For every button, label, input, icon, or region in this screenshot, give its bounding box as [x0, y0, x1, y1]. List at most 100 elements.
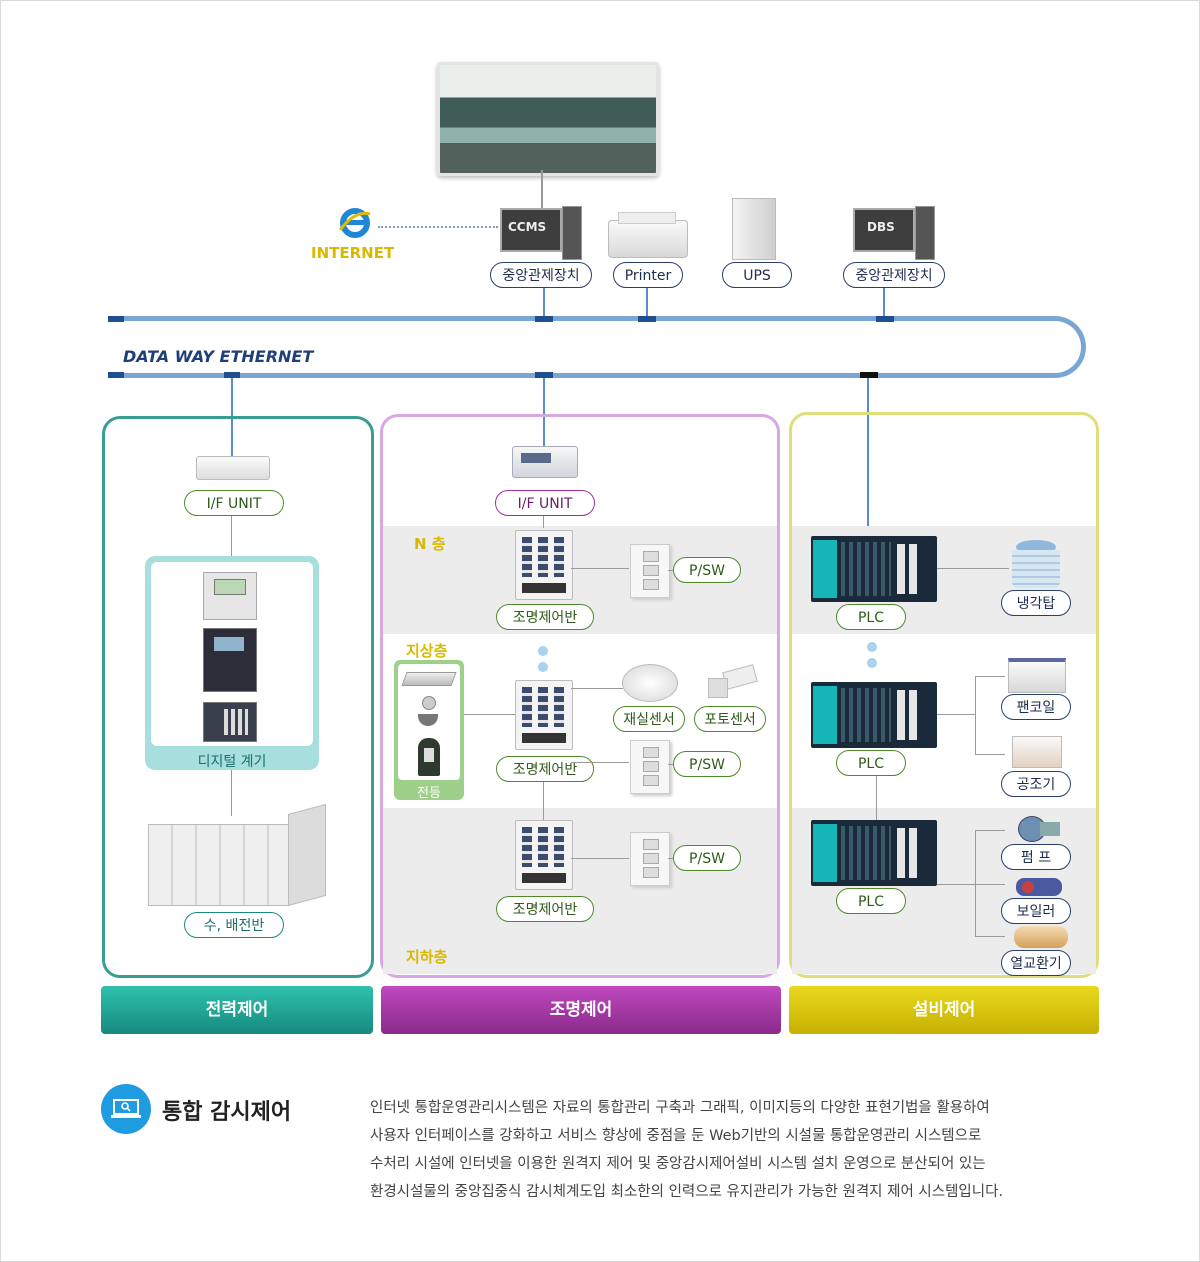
- printer-icon: [608, 212, 688, 258]
- summary-line: 사용자 인터페이스를 강화하고 서비스 향상에 중점을 둔 Web기반의 시설물…: [370, 1128, 982, 1144]
- switchboard-label: 수, 배전반: [184, 912, 284, 938]
- plc-to-equipment-line: [937, 714, 975, 715]
- psw-label: P/SW: [673, 845, 741, 871]
- dbs-computer-icon: DBS: [853, 206, 935, 260]
- continuation-dot: [538, 646, 548, 656]
- digital-meter-label: 디지털 계기: [197, 754, 267, 770]
- floor-label-n: N 층: [414, 535, 446, 553]
- bracket-tick: [975, 884, 1005, 885]
- bus-tap-1: [108, 316, 124, 322]
- lighting-if-unit-label: I/F UNIT: [495, 490, 595, 516]
- continuation-dot: [867, 658, 877, 668]
- power-meter-connector: [231, 770, 232, 816]
- bracket-tick: [975, 936, 1005, 937]
- psw-label-line: [668, 570, 674, 571]
- lighting-panel-icon: [515, 820, 573, 890]
- lighting-band-basement: [383, 808, 777, 974]
- ups-label: UPS: [722, 262, 792, 288]
- equipment-label-pump: 펌 프: [1001, 844, 1071, 870]
- ups-icon: [732, 198, 776, 260]
- psw-icon: [630, 544, 670, 598]
- plc-connector: [876, 776, 877, 820]
- equipment-bracket: [975, 830, 976, 936]
- plc-icon: [811, 682, 937, 748]
- psw-label-line: [668, 764, 674, 765]
- floor-label-basement: 지하층: [406, 948, 448, 966]
- lighting-if-unit-icon: [512, 446, 578, 478]
- bus-tap-6: [224, 372, 240, 378]
- plc-label: PLC: [836, 750, 906, 776]
- lighting-panel-icon: [515, 680, 573, 750]
- cooling-tower-icon: [1010, 540, 1062, 590]
- lamp-label: 전등: [417, 786, 441, 801]
- ceiling-lamp-icon: [401, 672, 457, 686]
- summary-description: 인터넷 통합운영관리시스템은 자료의 통합관리 구축과 그래픽, 이미지등의 다…: [370, 1094, 1130, 1206]
- plc-label: PLC: [836, 604, 906, 630]
- lighting-if-connector: [543, 516, 544, 528]
- monitor-search-icon: [101, 1084, 151, 1134]
- lighting-panel-label: 조명제어반: [496, 756, 594, 782]
- internet-label: INTERNET: [311, 244, 395, 262]
- power-if-connector: [231, 516, 232, 556]
- psw-label-line: [668, 858, 674, 859]
- wall-lamp-icon: [416, 696, 440, 730]
- bracket-tick: [975, 754, 1005, 755]
- switchboard-icon: [148, 803, 328, 906]
- heat-exchanger-icon: [1014, 926, 1068, 948]
- summary-title: 통합 감시제어: [162, 1100, 292, 1125]
- panel-vertical-line: [543, 782, 544, 822]
- photo-connector: [541, 170, 543, 210]
- psw-icon: [630, 740, 670, 794]
- ethernet-bus: [108, 316, 1086, 378]
- lighting-control-bar: 조명제어: [381, 986, 781, 1034]
- air-handler-icon: [1012, 736, 1062, 768]
- lighting-panel-icon: [515, 530, 573, 600]
- photo-sensor-label: 포토센서: [694, 706, 766, 732]
- equipment-label-fan-coil: 팬코일: [1001, 694, 1071, 720]
- lantern-lamp-icon: [418, 738, 440, 776]
- meter-1-icon: [203, 572, 257, 620]
- printer-drop: [646, 288, 648, 320]
- meter-2-icon: [203, 628, 257, 692]
- power-if-unit-label: I/F UNIT: [184, 490, 284, 516]
- panel-to-psw-line: [571, 762, 629, 763]
- ccms-drop: [543, 288, 545, 320]
- bus-tap-7: [535, 372, 553, 378]
- summary-line: 환경시설물의 중앙집중식 감시체계도입 최소한의 인력으로 유지관리가 가능한 …: [370, 1184, 1004, 1200]
- bus-tap-5: [108, 372, 124, 378]
- plc-label: PLC: [836, 888, 906, 914]
- bus-tap-8: [860, 372, 878, 378]
- dbs-screen-text: DBS: [867, 220, 895, 234]
- control-room-photo: [437, 62, 659, 176]
- occupancy-sensor-label: 재실센서: [613, 706, 685, 732]
- network-label: DATA WAY ETHERNET: [123, 347, 314, 366]
- power-if-unit-icon: [196, 456, 270, 480]
- lighting-panel-label: 조명제어반: [496, 604, 594, 630]
- summary-line: 인터넷 통합운영관리시스템은 자료의 통합관리 구축과 그래픽, 이미지등의 다…: [370, 1100, 990, 1116]
- bus-tap-4: [876, 316, 894, 322]
- bus-tap-3: [638, 316, 656, 322]
- continuation-dot: [538, 662, 548, 672]
- psw-icon: [630, 832, 670, 886]
- printer-label: Printer: [613, 262, 683, 288]
- power-section: [102, 416, 374, 978]
- equipment-label-air-handler: 공조기: [1001, 771, 1071, 797]
- lighting-section: [380, 414, 780, 978]
- equipment-label-boiler: 보일러: [1001, 898, 1071, 924]
- occupancy-sensor-icon: [622, 664, 678, 702]
- internet-dashed-link: [378, 226, 498, 228]
- facility-control-bar: 설비제어: [789, 986, 1099, 1034]
- facility-section: [789, 412, 1099, 978]
- bracket-tick: [975, 676, 1005, 677]
- equipment-label-heat-exchanger: 열교환기: [1001, 950, 1071, 976]
- dbs-drop: [883, 288, 885, 320]
- photo-sensor-icon: [704, 664, 758, 698]
- internet-explorer-icon: [338, 206, 372, 240]
- plc-icon: [811, 820, 937, 886]
- facility-drop: [867, 378, 869, 536]
- panel-to-psw-line: [571, 568, 629, 569]
- lighting-drop: [543, 378, 545, 446]
- boiler-icon: [1016, 876, 1064, 898]
- lighting-panel-label: 조명제어반: [496, 896, 594, 922]
- plc-to-equipment-line: [937, 884, 975, 885]
